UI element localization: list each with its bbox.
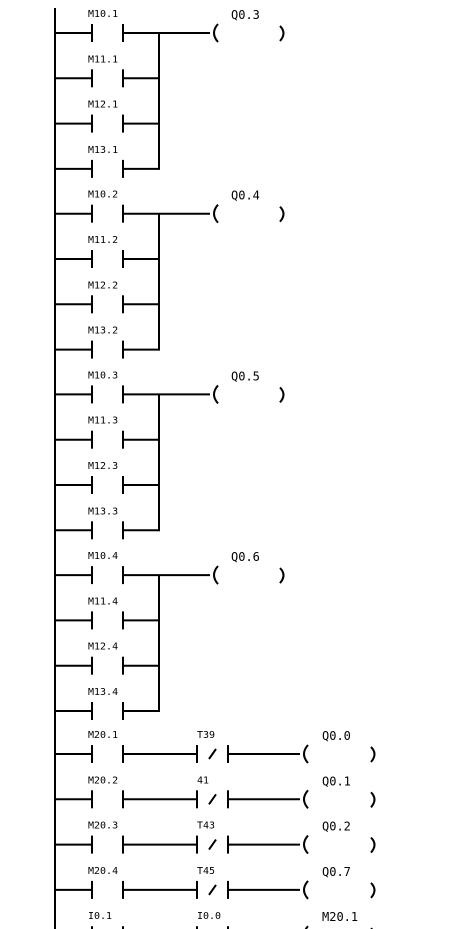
coil-label: M20.1 [322, 910, 358, 924]
coil-right-arc [279, 567, 285, 584]
contact-label: M20.4 [88, 866, 118, 877]
series-rung: I0.1 I0.0 M20.1 [88, 910, 374, 929]
coil-left-arc [303, 789, 309, 809]
contact-label: M13.1 [88, 145, 118, 156]
contact-label: M10.4 [88, 551, 118, 562]
contact-label: M10.1 [88, 9, 118, 20]
contact-label: M11.3 [88, 416, 118, 427]
coil-right-arc [279, 205, 285, 223]
branch: M12.1 [55, 100, 159, 133]
branch: M12.2 [55, 280, 159, 314]
coil-label: Q0.6 [231, 550, 260, 564]
branch: M11.4 [55, 596, 159, 630]
branch: M10.3 [55, 370, 159, 404]
contact-label: M20.3 [88, 821, 118, 832]
coil-right-arc [279, 25, 285, 42]
branch: M10.4 [55, 551, 159, 585]
contact-label: M11.2 [88, 235, 118, 246]
nc-slash [208, 793, 217, 805]
contact-label: M12.4 [88, 642, 118, 653]
branch: M13.3 [55, 506, 159, 540]
branch: M12.4 [55, 642, 159, 675]
coil-left-arc [213, 384, 219, 405]
branch: M12.3 [55, 461, 159, 494]
series-rung: M20.4 T45 Q0.7 [55, 865, 376, 900]
nc-slash [208, 748, 217, 760]
coil-left-arc [303, 834, 309, 855]
coil-right-arc [279, 386, 285, 404]
nc-contact-label: T45 [197, 866, 215, 877]
coil-right-arc [370, 836, 376, 854]
branch: M10.2 [55, 190, 159, 223]
branch: M11.1 [55, 54, 159, 88]
contact-label: M11.4 [88, 596, 118, 607]
contact-label: M20.2 [88, 775, 118, 786]
contact-label: I0.1 [88, 911, 112, 922]
branch: M11.3 [55, 416, 159, 449]
nc-contact-label: T43 [197, 821, 215, 832]
coil-label: Q0.1 [322, 774, 351, 788]
contact-label: M13.2 [88, 326, 118, 337]
coil-label: Q0.7 [322, 865, 351, 879]
contact-label: M10.2 [88, 190, 118, 201]
contact-label: M11.1 [88, 54, 118, 65]
coil-label: Q0.3 [231, 8, 260, 22]
contact-label: M13.3 [88, 506, 118, 517]
contact-label: M12.1 [88, 100, 118, 111]
coil-left-arc [303, 744, 309, 764]
contact-label: M12.3 [88, 461, 118, 472]
nc-slash [208, 884, 217, 896]
coil-left-arc [304, 925, 309, 929]
coil-label: Q0.2 [322, 820, 351, 834]
coil-left-arc [213, 204, 219, 224]
coil-label: Q0.4 [231, 189, 260, 203]
contact-label: M20.1 [88, 730, 118, 741]
branch: M13.1 [55, 145, 159, 178]
contact-label: M13.4 [88, 687, 118, 698]
branch: M10.1 [55, 9, 159, 42]
nc-contact-label: 41 [197, 775, 209, 786]
coil-label: Q0.5 [231, 369, 260, 383]
coil-left-arc [213, 565, 219, 585]
coil-right-arc [370, 746, 376, 763]
series-rung: M20.2 41 Q0.1 [55, 774, 376, 809]
contact-label: M10.3 [88, 370, 118, 381]
coil-left-arc [303, 880, 309, 900]
nc-contact-label: I0.0 [197, 911, 221, 922]
coil-right-arc [370, 791, 376, 808]
coil-left-arc [213, 23, 219, 43]
contact-label: M12.2 [88, 280, 118, 291]
nc-slash [208, 839, 217, 851]
series-rung: M20.1 T39 Q0.0 [55, 729, 376, 764]
branch: M13.4 [55, 687, 159, 720]
series-rung: M20.3 T43 Q0.2 [55, 820, 376, 855]
coil-right-arc [370, 882, 376, 899]
nc-contact-label: T39 [197, 730, 215, 741]
branch: M11.2 [55, 235, 159, 268]
coil-label: Q0.0 [322, 729, 351, 743]
branch: M13.2 [55, 326, 159, 359]
